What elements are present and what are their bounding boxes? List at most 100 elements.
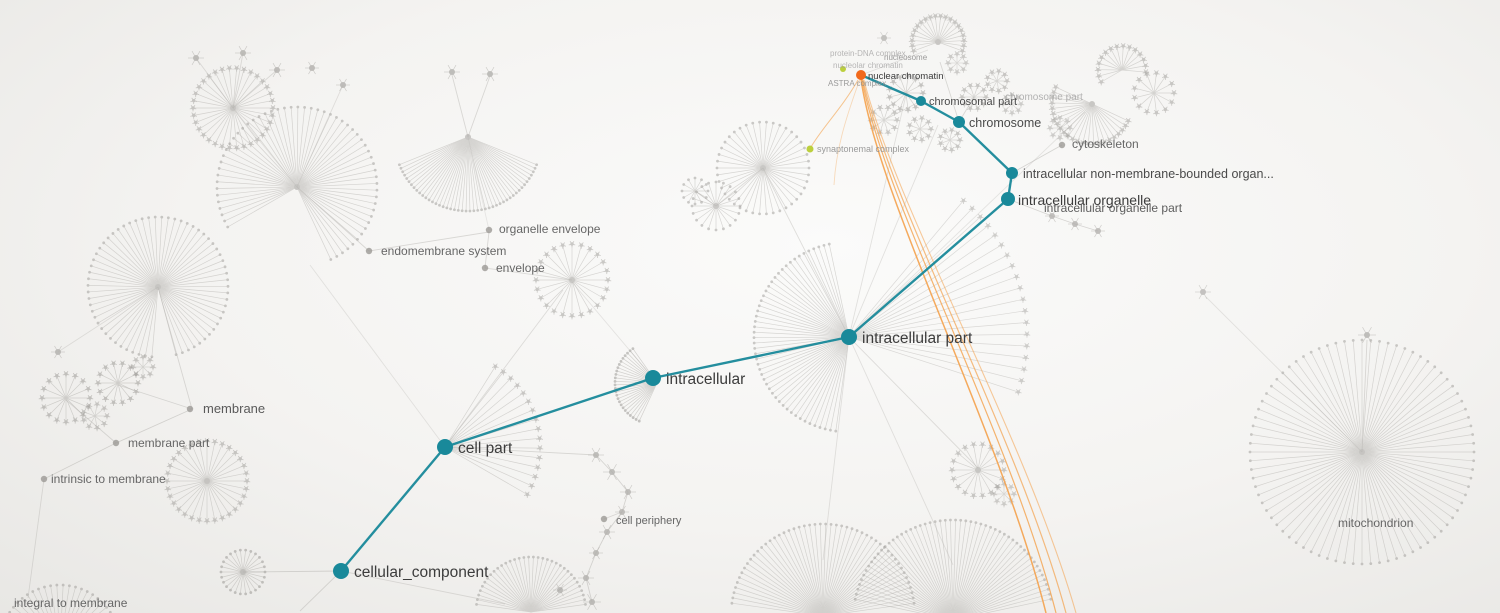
go-term-cluster[interactable] xyxy=(51,345,65,359)
node-chromosome[interactable] xyxy=(953,116,965,128)
node-intracellular-non-membrane-bounded-organelle[interactable] xyxy=(1006,167,1018,179)
gray-term-node[interactable] xyxy=(1058,141,1066,149)
cluster-hub-node[interactable] xyxy=(204,478,210,484)
go-term-cluster[interactable] xyxy=(730,522,916,613)
go-term-cluster[interactable] xyxy=(990,481,1018,508)
cluster-hub-node[interactable] xyxy=(1200,289,1206,295)
go-term-cluster[interactable] xyxy=(1046,115,1074,142)
cluster-hub-node[interactable] xyxy=(1359,449,1365,455)
leaf-node-dot xyxy=(1001,102,1005,106)
gray-term-node[interactable] xyxy=(481,264,489,272)
go-term-cluster[interactable] xyxy=(715,120,811,216)
go-term-cluster[interactable] xyxy=(94,360,142,406)
go-term-cluster[interactable] xyxy=(908,13,968,55)
highlight-path-edge xyxy=(652,335,850,380)
go-term-cluster[interactable] xyxy=(1248,338,1476,566)
node-cellular-component[interactable] xyxy=(333,563,349,579)
go-term-cluster[interactable] xyxy=(129,354,157,381)
node-astra-complex[interactable] xyxy=(840,66,846,72)
gray-term-node[interactable] xyxy=(40,475,48,483)
cluster-hub-node[interactable] xyxy=(1364,332,1370,338)
gray-term-node[interactable] xyxy=(600,515,608,523)
cluster-hub-node[interactable] xyxy=(935,39,941,45)
go-term-cluster[interactable] xyxy=(906,115,935,144)
cluster-hub-node[interactable] xyxy=(449,69,455,75)
cluster-hub-node[interactable] xyxy=(309,65,315,71)
cluster-hub-node[interactable] xyxy=(569,277,575,283)
cluster-hub-node[interactable] xyxy=(155,284,161,290)
go-term-cluster[interactable] xyxy=(444,64,460,80)
go-term-cluster[interactable] xyxy=(532,241,612,320)
go-term-cluster[interactable] xyxy=(336,78,350,92)
cluster-hub-node[interactable] xyxy=(557,587,563,593)
go-term-cluster[interactable] xyxy=(1131,70,1178,117)
node-chromosomal-part[interactable] xyxy=(916,96,926,106)
term-label: protein-DNA complex xyxy=(830,49,906,58)
go-term-cluster[interactable] xyxy=(944,51,970,76)
go-term-cluster[interactable] xyxy=(482,66,498,82)
go-term-cluster[interactable] xyxy=(1,583,120,613)
go-term-cluster[interactable] xyxy=(475,555,587,613)
go-term-cluster[interactable] xyxy=(690,180,742,232)
gray-term-node[interactable] xyxy=(112,439,120,447)
go-term-cluster[interactable] xyxy=(305,61,319,75)
node-intracellular[interactable] xyxy=(645,370,661,386)
go-term-cluster[interactable] xyxy=(444,363,544,498)
go-term-cluster[interactable] xyxy=(1358,327,1376,343)
orange-relation-edge xyxy=(810,79,859,148)
cluster-hub-node[interactable] xyxy=(340,82,346,88)
cluster-hub-node[interactable] xyxy=(55,349,61,355)
cluster-hub-node[interactable] xyxy=(230,105,236,111)
go-term-cluster[interactable] xyxy=(948,441,1008,500)
cluster-hub-node[interactable] xyxy=(465,134,471,140)
cluster-hub-node[interactable] xyxy=(760,165,766,171)
go-term-cluster[interactable] xyxy=(553,583,567,597)
go-term-cluster[interactable] xyxy=(853,518,1053,613)
node-nuclear-chromatin[interactable] xyxy=(856,70,866,80)
go-term-cluster[interactable] xyxy=(680,176,710,206)
cluster-hub-node[interactable] xyxy=(487,71,493,77)
go-term-cluster[interactable] xyxy=(1195,284,1211,300)
node-intracellular-organelle[interactable] xyxy=(1001,192,1015,206)
go-term-cluster[interactable] xyxy=(38,371,94,426)
go-term-cluster[interactable] xyxy=(937,127,964,154)
go-term-cluster[interactable] xyxy=(269,62,285,78)
go-term-cluster[interactable] xyxy=(877,31,891,45)
gray-term-node[interactable] xyxy=(365,247,373,255)
go-term-cluster[interactable] xyxy=(235,45,251,61)
cluster-hub-node[interactable] xyxy=(294,184,300,190)
graph-edge xyxy=(43,442,117,480)
cluster-hub-node[interactable] xyxy=(240,50,246,56)
cluster-hub-node[interactable] xyxy=(975,467,981,473)
leaf-node-dot xyxy=(946,61,950,65)
go-term-cluster[interactable] xyxy=(215,105,379,261)
cluster-hub-node[interactable] xyxy=(193,55,199,61)
go-term-cluster[interactable] xyxy=(397,134,539,213)
cluster-hub-node[interactable] xyxy=(881,35,887,41)
cluster-hub-node[interactable] xyxy=(713,203,719,209)
go-term-cluster[interactable] xyxy=(80,401,111,432)
go-term-cluster[interactable] xyxy=(219,548,267,596)
go-term-cluster[interactable] xyxy=(984,68,1011,95)
cluster-hub-node[interactable] xyxy=(274,67,280,73)
go-term-cluster[interactable] xyxy=(188,50,204,66)
go-term-cluster[interactable] xyxy=(958,82,990,112)
node-cell-part[interactable] xyxy=(437,439,453,455)
node-synaptonemal-complex[interactable] xyxy=(806,145,814,153)
go-term-cluster[interactable] xyxy=(999,92,1025,117)
go-term-cluster[interactable] xyxy=(189,65,277,152)
gray-term-node[interactable] xyxy=(485,226,493,234)
go-term-cluster[interactable] xyxy=(1094,43,1150,86)
go-term-cluster[interactable] xyxy=(86,215,230,359)
node-intracellular-part[interactable] xyxy=(841,329,857,345)
term-label: chromosome part xyxy=(1005,92,1083,103)
go-term-cluster[interactable] xyxy=(1048,84,1132,148)
graph-edge xyxy=(27,478,45,599)
go-term-cluster[interactable] xyxy=(752,242,850,433)
go-term-cluster[interactable] xyxy=(163,438,251,525)
cluster-hub-node[interactable] xyxy=(1089,101,1095,107)
go-term-cluster[interactable] xyxy=(848,197,1031,396)
gray-term-node[interactable] xyxy=(186,405,194,413)
